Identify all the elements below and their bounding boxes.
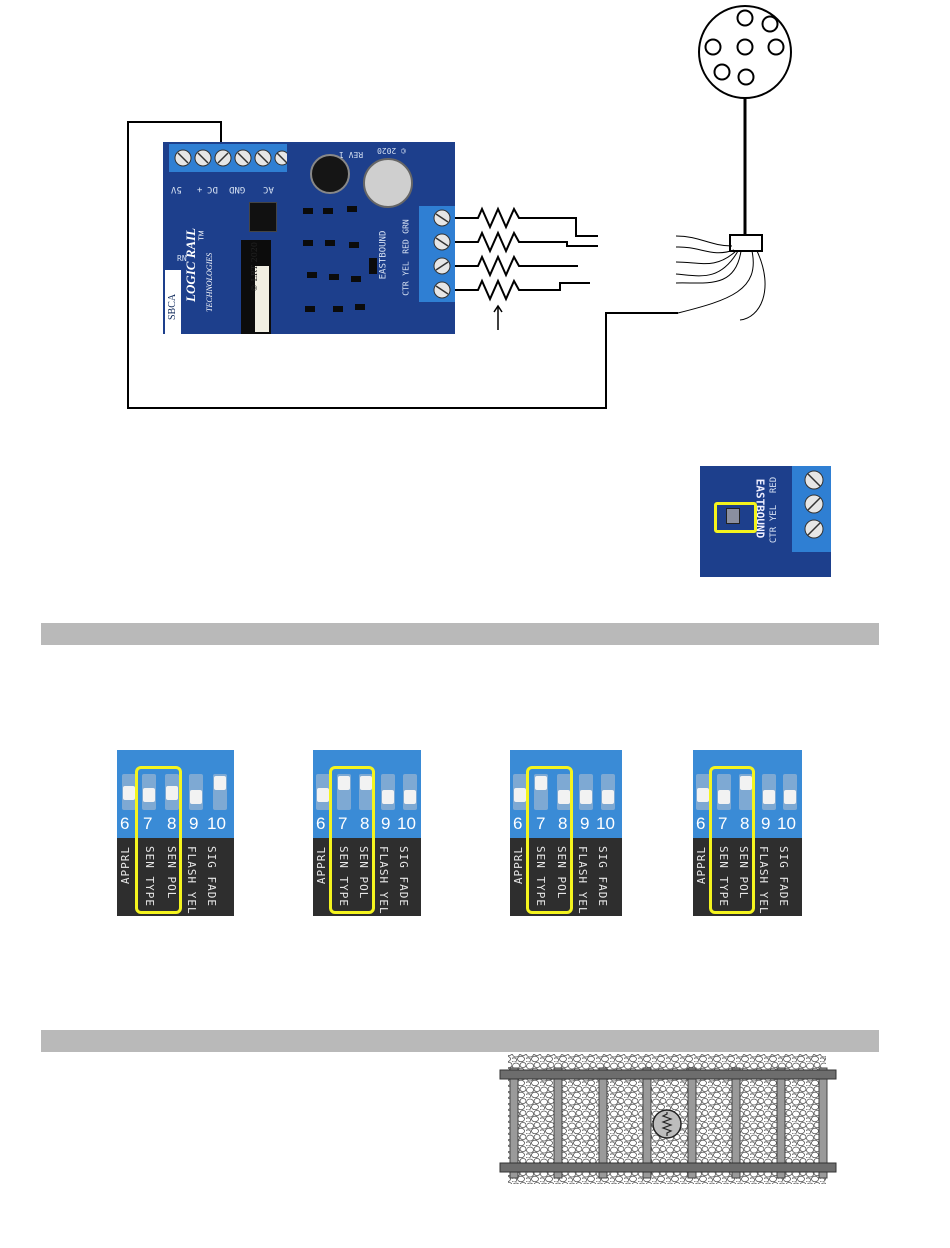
- dip-label: SEN POL: [555, 846, 568, 900]
- dip-num: 7: [338, 814, 348, 833]
- dip-num: 9: [381, 814, 391, 833]
- inset-board-photo: EASTBOUND RED YEL CTR: [700, 466, 831, 577]
- dip-num: 8: [360, 814, 370, 833]
- signal-terminal-block: [419, 206, 455, 302]
- dip-num: 7: [143, 814, 153, 833]
- dip-label: APPRL: [315, 846, 328, 885]
- brand-name: LOGIC RAIL: [183, 227, 198, 302]
- dip-num: 9: [189, 814, 199, 833]
- dip-highlight-box: [329, 766, 375, 914]
- voltage-regulator: [249, 202, 277, 232]
- dip-switch-photo-4: 6 7 8 9 10 APPRL SEN TYPE SEN POL FLASH …: [693, 750, 802, 916]
- dip-num: 8: [558, 814, 568, 833]
- chip-label-text: © LRT 2020: [250, 242, 259, 292]
- inset-label-red: RED: [769, 476, 780, 494]
- signal-label-ctr: CTR: [401, 281, 411, 296]
- dip-num: 6: [120, 814, 130, 833]
- track-diagram: [499, 1054, 837, 1184]
- resistor-network: [455, 206, 598, 330]
- dip-num: 8: [740, 814, 750, 833]
- dip-label: FLASH YEL: [185, 846, 198, 915]
- inset-label-yel: YEL: [769, 504, 780, 522]
- terminal-label-gnd: GND: [229, 184, 246, 194]
- dip-label: APPRL: [119, 846, 132, 885]
- inset-label-ctr: CTR: [769, 526, 780, 544]
- dip-label: SEN TYPE: [337, 846, 350, 907]
- sbca-logo: [165, 270, 181, 334]
- capacitor-large: [363, 158, 413, 208]
- signal-label-grn: GRN: [401, 219, 411, 234]
- dip-num: 10: [207, 814, 226, 833]
- dip-num: 6: [316, 814, 326, 833]
- dip-label: SIG FADE: [777, 846, 790, 907]
- dip-label: SIG FADE: [205, 846, 218, 907]
- direction-label: EASTBOUND: [378, 230, 389, 280]
- pcb-board-photo: 5V + DC GND AC REV 1 © 2020 © LRT 2020 L…: [163, 142, 455, 334]
- trademark: TM: [198, 230, 206, 241]
- terminal-label-plus: +: [197, 184, 203, 194]
- dip-label: SEN POL: [165, 846, 178, 900]
- dip-num: 10: [596, 814, 615, 833]
- dip-label: SEN POL: [357, 846, 370, 900]
- dip-highlight-box: [526, 766, 573, 914]
- dip-label: SIG FADE: [397, 846, 410, 907]
- signal-connector-icon: [698, 5, 792, 99]
- terminal-label-dc: DC: [207, 184, 218, 194]
- dip-highlight-box: [135, 766, 182, 914]
- dip-label: SEN POL: [737, 846, 750, 900]
- photoresistor-icon: [652, 1109, 682, 1139]
- dip-num: 10: [777, 814, 796, 833]
- terminal-label-5v: 5V: [171, 184, 182, 194]
- rails: [499, 1069, 837, 1173]
- dip-switch-photo-3: 6 7 8 9 10 APPRL SEN TYPE SEN POL FLASH …: [510, 750, 622, 916]
- terminal-label-ac: AC: [263, 184, 274, 194]
- dip-label: SEN TYPE: [534, 846, 547, 907]
- dip-label: SEN TYPE: [143, 846, 156, 907]
- smd-components: [303, 206, 377, 312]
- wiring-diagram: [127, 5, 792, 409]
- chip-label: [255, 266, 269, 332]
- sensor-highlight-box: [714, 502, 757, 533]
- dip-num: 10: [397, 814, 416, 833]
- sbca-label: SBCA: [167, 293, 178, 320]
- dip-num: 6: [513, 814, 523, 833]
- dip-label: SIG FADE: [596, 846, 609, 907]
- rev-label: REV 1: [339, 150, 364, 159]
- dip-label: SEN TYPE: [717, 846, 730, 907]
- dip-label: FLASH YEL: [576, 846, 589, 915]
- dip-switch-photo-2: 6 7 8 9 10 APPRL SEN TYPE SEN POL FLASH …: [313, 750, 421, 916]
- resistor-icon: [455, 206, 598, 237]
- dip-label: APPRL: [695, 846, 708, 885]
- dip-label: APPRL: [512, 846, 525, 885]
- dip-num: 7: [536, 814, 546, 833]
- power-terminal-block: [169, 144, 290, 172]
- signal-label-yel: YEL: [401, 261, 411, 276]
- dip-num: 8: [167, 814, 177, 833]
- brand-subtitle: TECHNOLOGIES: [205, 252, 214, 312]
- section-header-bar: [41, 623, 879, 645]
- signal-label-red: RED: [401, 239, 411, 254]
- rn-label: RN: [177, 254, 187, 263]
- section-header-bar: [41, 1030, 879, 1052]
- dip-num: 9: [580, 814, 590, 833]
- dip-num: 7: [718, 814, 728, 833]
- dip-label: FLASH YEL: [757, 846, 770, 915]
- railroad-ties: [509, 1067, 828, 1179]
- cable-splice: [729, 234, 763, 252]
- dip-switch-photo-1: 6 7 8 9 10 APPRL SEN TYPE SEN POL FLASH …: [117, 750, 234, 916]
- year-label: © 2020: [377, 146, 406, 155]
- sensor-component: [726, 508, 740, 524]
- dip-label: FLASH YEL: [377, 846, 390, 915]
- dip-num: 6: [696, 814, 706, 833]
- dip-num: 9: [761, 814, 771, 833]
- capacitor-small: [310, 154, 350, 194]
- inset-terminal-block: [792, 466, 831, 552]
- dip-highlight-box: [709, 766, 755, 914]
